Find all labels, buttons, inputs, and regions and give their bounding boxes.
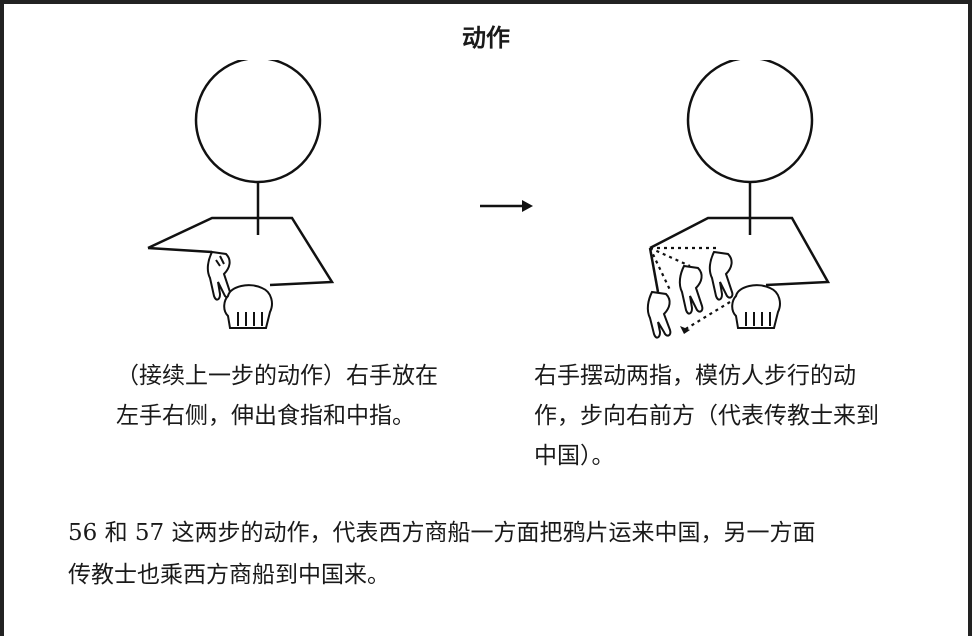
frame-border-left (0, 0, 4, 636)
page-title: 动作 (462, 24, 510, 52)
two-finger-hand-icon (206, 250, 232, 301)
fist-hand-icon (731, 284, 781, 329)
motion-dotted-lines (649, 246, 731, 331)
caption-step-left: （接续上一步的动作）右手放在 左手右侧，伸出食指和中指。 (116, 356, 476, 436)
frame-border-top (0, 0, 972, 4)
step-arrow-icon (480, 200, 533, 212)
figure-step-left (147, 60, 335, 329)
two-finger-hand-icon (646, 290, 672, 339)
head-circle (686, 60, 814, 184)
caption-line: 作，步向右前方（代表传教士来到 (534, 403, 879, 429)
note-line: 56 和 57 这两步的动作，代表西方商船一方面把鸦片运来中国，另一方面 (68, 520, 816, 546)
caption-line: 中国）。 (534, 443, 615, 469)
caption-line: （接续上一步的动作）右手放在 (116, 363, 438, 389)
explanation-note: 56 和 57 这两步的动作，代表西方商船一方面把鸦片运来中国，另一方面 传教士… (68, 512, 948, 596)
caption-line: 右手摆动两指，模仿人步行的动 (534, 363, 856, 389)
arms-outline (649, 216, 831, 287)
motion-arrow-head-icon (680, 326, 690, 334)
figure-step-right (646, 60, 831, 339)
two-finger-hand-icon (678, 264, 704, 315)
caption-line: 左手右侧，伸出食指和中指。 (116, 403, 415, 429)
arms-outline (147, 216, 335, 287)
head-circle (194, 60, 322, 184)
caption-step-right: 右手摆动两指，模仿人步行的动 作，步向右前方（代表传教士来到 中国）。 (534, 356, 954, 476)
two-finger-hand-icon (708, 250, 734, 301)
fist-hand-icon (223, 284, 273, 329)
note-line: 传教士也乘西方商船到中国来。 (68, 562, 390, 588)
frame-border-right (968, 0, 972, 636)
